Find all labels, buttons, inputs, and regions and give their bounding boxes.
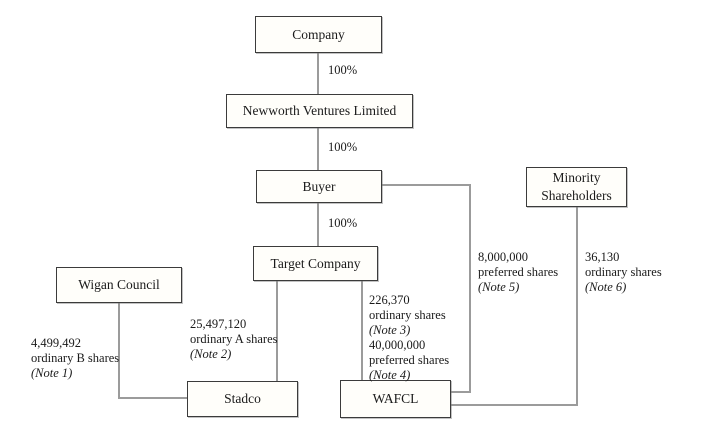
- share-label-note5-line1: 8,000,000: [478, 250, 528, 264]
- share-label-note5: 8,000,000 preferred shares (Note 5): [478, 250, 558, 295]
- connector-company-newworth: [317, 53, 319, 94]
- connector-buyer-wafcl-horizontal-bottom: [451, 391, 471, 393]
- connector-minority-wafcl-vertical: [576, 207, 578, 406]
- node-newworth-label: Newworth Ventures Limited: [242, 103, 397, 119]
- share-label-note4: 40,000,000 preferred shares (Note 4): [369, 338, 449, 383]
- share-label-note5-note: (Note 5): [478, 280, 520, 294]
- share-label-note6-note: (Note 6): [585, 280, 627, 294]
- node-wigan-label: Wigan Council: [78, 277, 160, 293]
- node-minority-label: Minority Shareholders: [541, 170, 612, 203]
- edge-label-newworth-buyer: 100%: [328, 140, 358, 154]
- node-wafcl-label: WAFCL: [372, 391, 419, 407]
- share-label-note2: 25,497,120 ordinary A shares (Note 2): [190, 317, 277, 362]
- share-label-note4-note: (Note 4): [369, 368, 411, 382]
- node-company: Company: [255, 16, 382, 53]
- connector-buyer-target: [317, 203, 319, 246]
- connector-buyer-wafcl-horizontal-top: [382, 184, 470, 186]
- connector-newworth-buyer: [317, 128, 319, 170]
- share-label-note6: 36,130 ordinary shares (Note 6): [585, 250, 662, 295]
- share-label-note4-line2: preferred shares: [369, 353, 450, 367]
- share-label-note4-line1: 40,000,000: [369, 338, 426, 352]
- share-label-note5-line2: preferred shares: [478, 265, 559, 279]
- share-label-note1-line1: 4,499,492: [31, 336, 81, 350]
- node-target-label: Target Company: [270, 255, 361, 271]
- share-label-note1-note: (Note 1): [31, 366, 73, 380]
- share-label-note2-line2: ordinary A shares: [190, 332, 278, 346]
- share-label-note6-line2: ordinary shares: [585, 265, 662, 279]
- share-label-note2-note: (Note 2): [190, 347, 232, 361]
- edge-label-buyer-target: 100%: [328, 216, 358, 230]
- connector-buyer-wafcl-vertical: [469, 184, 471, 393]
- share-label-note3-note4: 226,370 ordinary shares (Note 3) 40,000,…: [369, 293, 449, 383]
- node-buyer: Buyer: [256, 170, 382, 203]
- share-label-note3: 226,370 ordinary shares (Note 3): [369, 293, 449, 338]
- share-label-note2-line1: 25,497,120: [190, 317, 247, 331]
- connector-target-wafcl: [361, 281, 363, 380]
- node-wafcl: WAFCL: [340, 380, 451, 418]
- share-label-note1: 4,499,492 ordinary B shares (Note 1): [31, 336, 119, 381]
- node-stadco-label: Stadco: [224, 391, 261, 407]
- node-newworth-ventures-limited: Newworth Ventures Limited: [226, 94, 413, 128]
- edge-label-company-newworth: 100%: [328, 63, 358, 77]
- share-label-note3-note: (Note 3): [369, 323, 411, 337]
- node-minority-shareholders: Minority Shareholders: [526, 167, 627, 207]
- share-label-note1-line2: ordinary B shares: [31, 351, 120, 365]
- connector-wigan-stadco-horizontal: [118, 397, 189, 399]
- connector-minority-wafcl-horizontal: [451, 404, 578, 406]
- node-target-company: Target Company: [253, 246, 378, 281]
- node-stadco: Stadco: [187, 381, 298, 417]
- node-company-label: Company: [292, 26, 345, 42]
- share-label-note6-line1: 36,130: [585, 250, 620, 264]
- connector-wigan-stadco-vertical: [118, 303, 120, 399]
- share-label-note3-line1: 226,370: [369, 293, 410, 307]
- node-buyer-label: Buyer: [302, 178, 336, 194]
- share-label-note3-line2: ordinary shares: [369, 308, 446, 322]
- connector-target-stadco: [276, 281, 278, 381]
- node-wigan-council: Wigan Council: [56, 267, 182, 303]
